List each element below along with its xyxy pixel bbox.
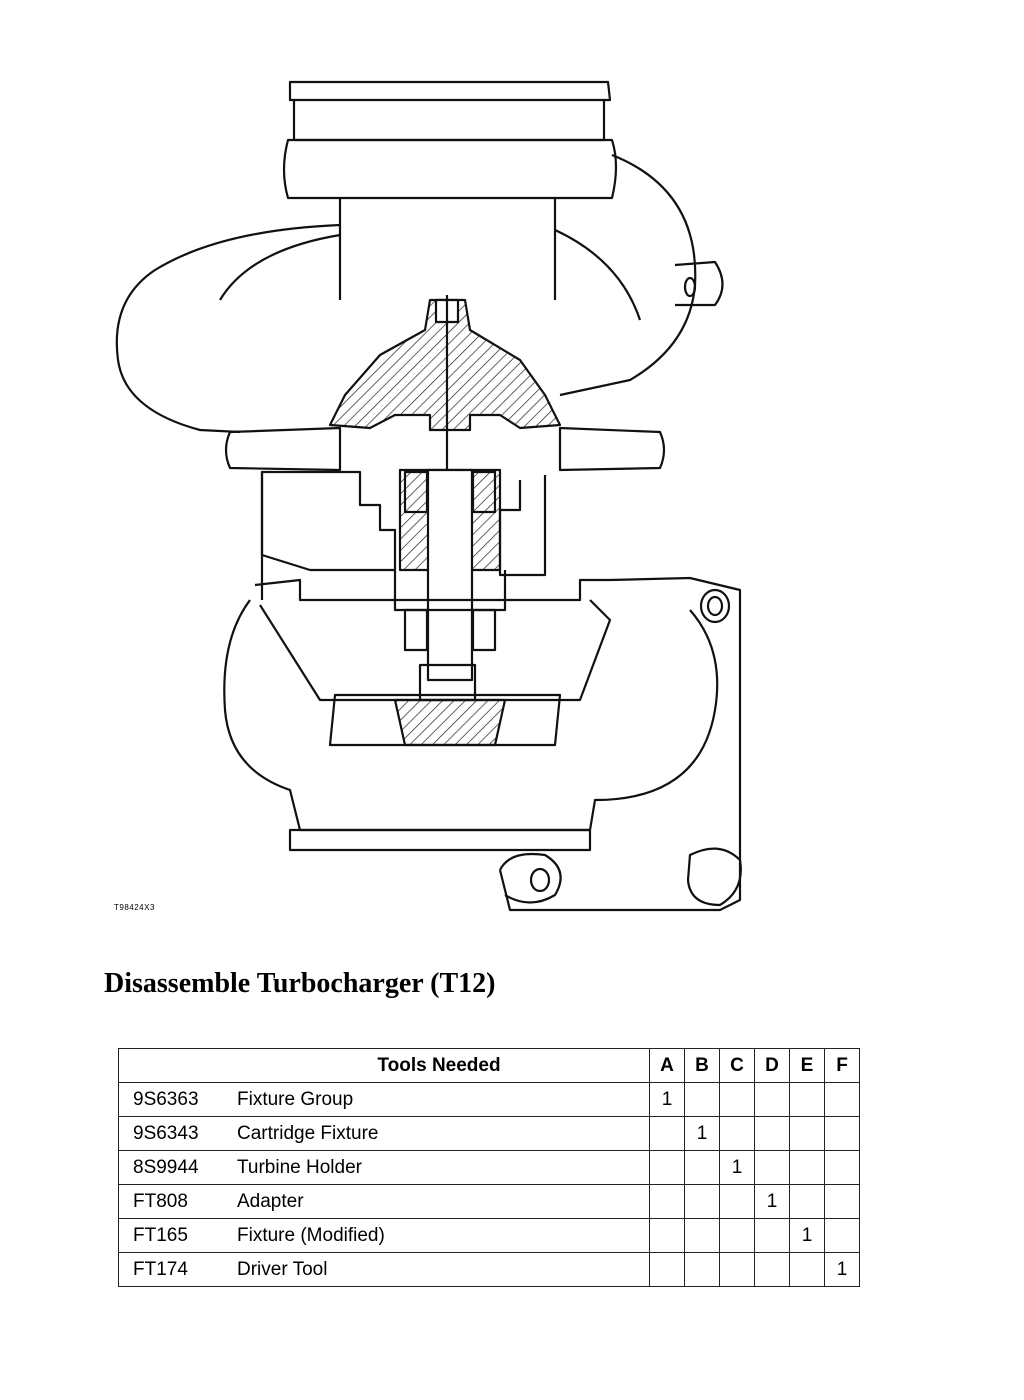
center-housing	[260, 468, 547, 682]
part-number: FT165	[133, 1224, 188, 1246]
table-row: FT165 Fixture (Modified) 1	[118, 1218, 860, 1253]
figure-caption: T98424X3	[114, 903, 155, 912]
quantity-cell	[719, 1184, 755, 1219]
table-header-row: Tools Needed A B C D E F	[118, 1048, 860, 1083]
tool-cell: 8S9944 Turbine Holder	[118, 1150, 650, 1185]
quantity-cell	[719, 1252, 755, 1287]
table-row: 8S9944 Turbine Holder 1	[118, 1150, 860, 1185]
quantity-cell	[824, 1218, 860, 1253]
quantity-cell	[789, 1082, 825, 1117]
quantity-cell	[789, 1116, 825, 1151]
quantity-cell	[789, 1252, 825, 1287]
part-number: 9S6363	[133, 1088, 199, 1110]
quantity-cell	[684, 1184, 720, 1219]
table-row: FT174 Driver Tool 1	[118, 1252, 860, 1287]
quantity-cell	[719, 1218, 755, 1253]
column-header: E	[789, 1048, 825, 1083]
quantity-cell	[649, 1252, 685, 1287]
quantity-cell	[754, 1150, 790, 1185]
part-number: FT808	[133, 1190, 188, 1212]
tool-description: Fixture (Modified)	[237, 1224, 385, 1246]
tool-cell: 9S6343 Cartridge Fixture	[118, 1116, 650, 1151]
quantity-cell	[754, 1252, 790, 1287]
quantity-cell	[789, 1150, 825, 1185]
tool-description: Adapter	[237, 1190, 304, 1212]
quantity-cell	[789, 1184, 825, 1219]
quantity-cell	[649, 1116, 685, 1151]
column-header: F	[824, 1048, 860, 1083]
quantity-cell: 1	[684, 1116, 720, 1151]
compressor-housing	[115, 153, 724, 434]
tool-description: Driver Tool	[237, 1258, 328, 1280]
compressor-wheel	[328, 295, 562, 470]
tools-needed-table: Tools Needed A B C D E F 9S6363 Fixture G…	[118, 1048, 860, 1287]
turbine-wheel	[328, 663, 562, 747]
page-heading: Disassemble Turbocharger (T12)	[104, 968, 496, 999]
turbocharger-cutaway-drawing	[115, 80, 742, 912]
quantity-cell	[754, 1116, 790, 1151]
quantity-cell	[649, 1218, 685, 1253]
quantity-cell	[719, 1082, 755, 1117]
quantity-cell	[684, 1218, 720, 1253]
part-number: 9S6343	[133, 1122, 199, 1144]
quantity-cell	[754, 1082, 790, 1117]
turbine-housing	[223, 576, 742, 912]
quantity-cell	[684, 1252, 720, 1287]
part-number: FT174	[133, 1258, 188, 1280]
tool-description: Cartridge Fixture	[237, 1122, 379, 1144]
quantity-cell	[684, 1150, 720, 1185]
compressor-outlet	[282, 80, 618, 300]
table-row: 9S6343 Cartridge Fixture 1	[118, 1116, 860, 1151]
quantity-cell	[824, 1082, 860, 1117]
tools-needed-header: Tools Needed	[118, 1048, 650, 1083]
tool-description: Turbine Holder	[237, 1156, 362, 1178]
tool-description: Fixture Group	[237, 1088, 354, 1110]
quantity-cell: 1	[754, 1184, 790, 1219]
quantity-cell	[649, 1150, 685, 1185]
quantity-cell	[684, 1082, 720, 1117]
table-row: 9S6363 Fixture Group 1	[118, 1082, 860, 1117]
tool-cell: FT165 Fixture (Modified)	[118, 1218, 650, 1253]
tool-cell: FT808 Adapter	[118, 1184, 650, 1219]
column-header: D	[754, 1048, 790, 1083]
quantity-cell	[719, 1116, 755, 1151]
quantity-cell: 1	[649, 1082, 685, 1117]
tool-cell: 9S6363 Fixture Group	[118, 1082, 650, 1117]
quantity-cell: 1	[719, 1150, 755, 1185]
quantity-cell	[649, 1184, 685, 1219]
quantity-cell: 1	[824, 1252, 860, 1287]
quantity-cell	[824, 1116, 860, 1151]
column-header: C	[719, 1048, 755, 1083]
quantity-cell: 1	[789, 1218, 825, 1253]
part-number: 8S9944	[133, 1156, 199, 1178]
quantity-cell	[824, 1184, 860, 1219]
tool-cell: FT174 Driver Tool	[118, 1252, 650, 1287]
column-header: A	[649, 1048, 685, 1083]
quantity-cell	[754, 1218, 790, 1253]
center-clamp-band	[224, 426, 666, 472]
quantity-cell	[824, 1150, 860, 1185]
column-header: B	[684, 1048, 720, 1083]
table-row: FT808 Adapter 1	[118, 1184, 860, 1219]
